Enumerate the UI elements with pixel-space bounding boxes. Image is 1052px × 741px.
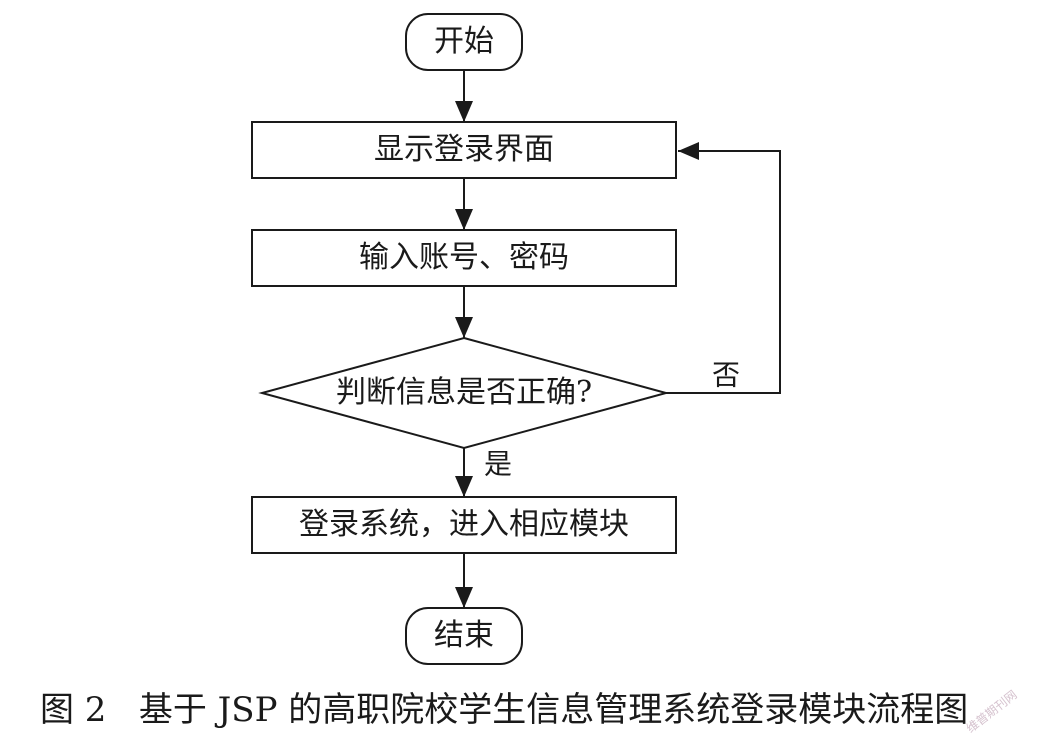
arrowhead-no-loop [678, 142, 699, 160]
end-label: 结束 [434, 618, 494, 653]
arrowhead-start-to-show-login [455, 101, 473, 122]
input-credentials-label: 输入账号、密码 [359, 240, 569, 275]
start-label: 开始 [434, 24, 494, 59]
no-label: 否 [712, 359, 740, 392]
arrowhead-input-to-decision [455, 317, 473, 338]
arrowhead-show-login-to-input [455, 209, 473, 230]
login-enter-label: 登录系统，进入相应模块 [299, 507, 629, 542]
check-correct-label: 判断信息是否正确? [336, 375, 592, 410]
show-login-label: 显示登录界面 [374, 132, 554, 167]
login-enter-process [251, 496, 677, 554]
arrowhead-yes-to-login [455, 476, 473, 497]
yes-label: 是 [484, 448, 512, 481]
arrowhead-login-to-end [455, 587, 473, 608]
show-login-process [251, 121, 677, 179]
end-terminal [405, 607, 523, 665]
figure-caption: 图 2 基于 JSP 的高职院校学生信息管理系统登录模块流程图 [40, 690, 968, 730]
arrow-no-loop [666, 150, 781, 394]
watermark: 维普期刊网 [964, 688, 1020, 736]
